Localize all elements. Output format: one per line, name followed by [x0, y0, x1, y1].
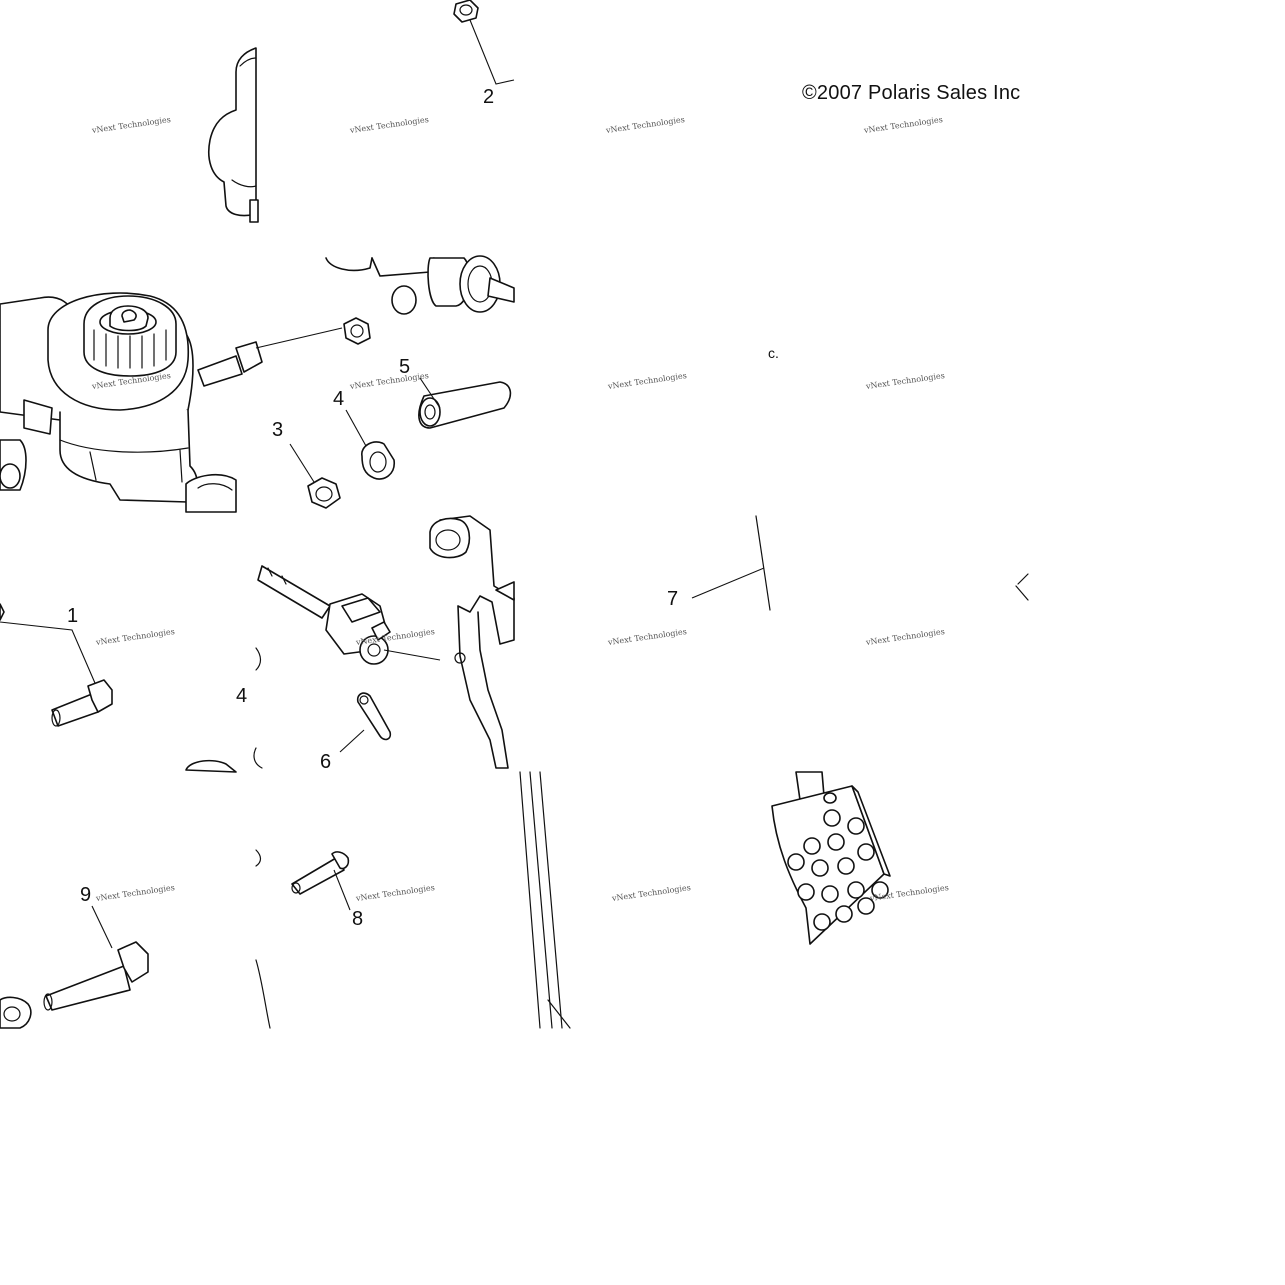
callout-8: 8: [352, 908, 363, 930]
part-2-nut: [453, 0, 515, 85]
watermark: vNext Technologies: [348, 115, 429, 135]
brake-pedal-pad: [771, 771, 891, 945]
svg-text:vNext Technologies: vNext Technologies: [348, 371, 429, 391]
callout-1: 1: [67, 605, 78, 627]
svg-text:vNext Technologies: vNext Technologies: [864, 627, 945, 647]
svg-text:vNext Technologies: vNext Technologies: [94, 627, 175, 647]
master-cylinder-body: [0, 292, 237, 513]
master-cylinder-upper-fragment: [208, 47, 259, 223]
pivot-hardware: [197, 255, 515, 509]
watermark: vNext Technologies: [606, 627, 687, 647]
svg-text:vNext Technologies: vNext Technologies: [604, 115, 685, 135]
svg-text:vNext Technologies: vNext Technologies: [862, 115, 943, 135]
watermark: vNext Technologies: [94, 883, 175, 903]
svg-text:vNext Technologies: vNext Technologies: [610, 883, 691, 903]
pedal-grip-holes: [787, 809, 889, 931]
watermark: vNext Technologies: [864, 371, 945, 391]
part-9-bolt: [0, 759, 237, 1029]
svg-text:vNext Technologies: vNext Technologies: [606, 627, 687, 647]
callout-7: 7: [667, 588, 678, 610]
callout-3: 3: [272, 419, 283, 441]
svg-text:vNext Technologies: vNext Technologies: [348, 115, 429, 135]
svg-text:vNext Technologies: vNext Technologies: [606, 371, 687, 391]
watermark: vNext Technologies: [610, 883, 691, 903]
watermark: vNext Technologies: [862, 115, 943, 135]
callout-4-lower: 4: [236, 685, 247, 707]
callout-6: 6: [320, 751, 331, 773]
pedal-rod: [691, 515, 1029, 611]
watermark: vNext Technologies: [604, 115, 685, 135]
svg-text:vNext Technologies: vNext Technologies: [94, 883, 175, 903]
pedal-arm-lower: [519, 771, 571, 1029]
watermark: vNext Technologies: [94, 627, 175, 647]
callout-4-upper: 4: [333, 388, 344, 410]
callout-2: 2: [483, 86, 494, 108]
clevis-and-pedal-arm: [253, 515, 515, 769]
part-8-clevis-pin: [255, 849, 351, 1029]
part-1-bolt: [0, 603, 113, 727]
callout-5: 5: [399, 356, 410, 378]
watermark: vNext Technologies: [864, 627, 945, 647]
clipped-text-fragment: c.: [768, 345, 779, 361]
copyright-notice: ©2007 Polaris Sales Inc: [802, 82, 1021, 104]
watermark: vNext Technologies: [606, 371, 687, 391]
callout-9: 9: [80, 884, 91, 906]
svg-text:vNext Technologies: vNext Technologies: [354, 883, 435, 903]
watermark: vNext Technologies: [90, 115, 171, 135]
watermark: vNext Technologies: [354, 883, 435, 903]
watermark: vNext Technologies: [348, 371, 429, 391]
callout-labels: 2 5 4 3 1 7 4 6 9 8 c.: [67, 86, 779, 930]
svg-text:vNext Technologies: vNext Technologies: [90, 115, 171, 135]
svg-text:vNext Technologies: vNext Technologies: [864, 371, 945, 391]
